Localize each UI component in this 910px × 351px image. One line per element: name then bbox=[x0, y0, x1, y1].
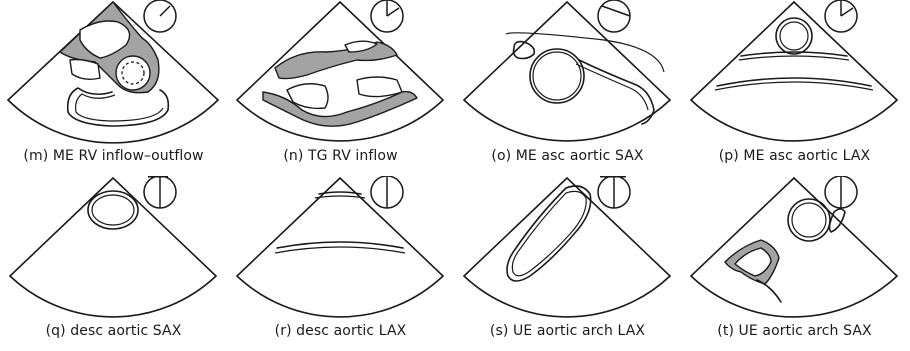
caption-r: (r) desc aortic LAX bbox=[227, 323, 454, 339]
panel-s: (s) UE aortic arch LAX bbox=[454, 176, 681, 351]
panel-o: (o) ME asc aortic SAX bbox=[454, 0, 681, 175]
echo-view-n bbox=[227, 0, 454, 145]
echo-view-r bbox=[227, 176, 454, 321]
panel-m: (m) ME RV inflow–outflow bbox=[0, 0, 227, 175]
echo-view-m bbox=[0, 0, 227, 145]
echo-view-p bbox=[681, 0, 908, 145]
panel-r: (r) desc aortic LAX bbox=[227, 176, 454, 351]
caption-p: (p) ME asc aortic LAX bbox=[681, 148, 908, 164]
caption-q: (q) desc aortic SAX bbox=[0, 323, 227, 339]
caption-o: (o) ME asc aortic SAX bbox=[454, 148, 681, 164]
panel-p: (p) ME asc aortic LAX bbox=[681, 0, 908, 175]
echo-view-q bbox=[0, 176, 227, 321]
caption-n: (n) TG RV inflow bbox=[227, 148, 454, 164]
caption-m: (m) ME RV inflow–outflow bbox=[0, 148, 227, 164]
caption-t: (t) UE aortic arch SAX bbox=[681, 323, 908, 339]
panel-t: (t) UE aortic arch SAX bbox=[681, 176, 908, 351]
echo-view-s bbox=[454, 176, 681, 321]
caption-s: (s) UE aortic arch LAX bbox=[454, 323, 681, 339]
echo-view-o bbox=[454, 0, 681, 145]
echo-view-t bbox=[681, 176, 908, 321]
panel-q: (q) desc aortic SAX bbox=[0, 176, 227, 351]
panel-n: (n) TG RV inflow bbox=[227, 0, 454, 175]
